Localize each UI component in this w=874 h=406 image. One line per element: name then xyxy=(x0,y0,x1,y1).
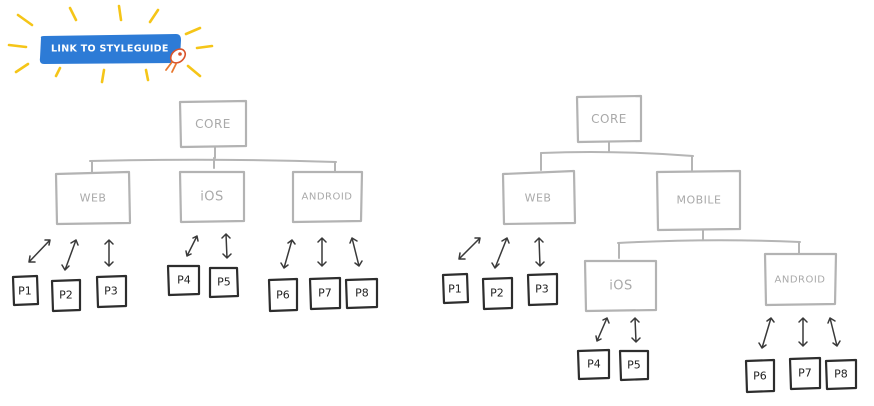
right-page-p4-label: P4 xyxy=(587,358,601,371)
right-android-node: ANDROID xyxy=(763,252,838,307)
left-page-p8: P8 xyxy=(344,277,379,310)
right-page-p4: P4 xyxy=(576,348,611,381)
left-page-p1-label: P1 xyxy=(18,285,32,298)
right-page-p6: P6 xyxy=(744,358,776,394)
right-page-p3: P3 xyxy=(526,272,559,307)
left-android-node: ANDROID xyxy=(291,170,364,224)
left-page-p3-label: P3 xyxy=(104,285,118,298)
left-page-p1: P1 xyxy=(11,274,40,307)
left-web-node: WEB xyxy=(54,170,132,226)
right-page-p3-label: P3 xyxy=(535,283,549,296)
right-ios-label: iOS xyxy=(609,279,633,294)
styleguide-link-button[interactable]: LINK TO STYLEGUIDE xyxy=(39,34,182,64)
left-connectors xyxy=(89,145,337,173)
left-page-p4: P4 xyxy=(166,264,201,297)
left-page-p7: P7 xyxy=(308,276,342,311)
right-arrows xyxy=(458,237,841,349)
right-connectors xyxy=(540,140,801,259)
banner-rays xyxy=(7,4,214,84)
right-page-p5: P5 xyxy=(618,349,650,382)
left-web-label: WEB xyxy=(80,192,107,205)
right-page-p8-label: P8 xyxy=(834,368,848,381)
right-mobile-node: MOBILE xyxy=(655,169,742,232)
right-web-label: WEB xyxy=(525,192,552,205)
right-page-p2-label: P2 xyxy=(490,287,504,300)
right-page-p6-label: P6 xyxy=(753,370,767,383)
styleguide-link-label: LINK TO STYLEGUIDE xyxy=(51,44,169,55)
rocket-icon xyxy=(165,48,187,73)
right-core-node: CORE xyxy=(575,94,643,144)
right-diagram: CORE WEB MOBILE iOS ANDROID xyxy=(441,94,858,394)
right-page-p5-label: P5 xyxy=(627,359,641,372)
left-arrows xyxy=(28,233,363,271)
left-page-p2: P2 xyxy=(50,278,82,313)
right-page-p2: P2 xyxy=(481,276,514,311)
left-page-p6: P6 xyxy=(267,277,299,313)
left-ios-label: iOS xyxy=(200,190,224,205)
right-ios-node: iOS xyxy=(583,259,658,313)
right-web-node: WEB xyxy=(501,169,577,226)
right-page-p7-label: P7 xyxy=(798,367,812,380)
left-page-p5-label: P5 xyxy=(217,276,231,289)
right-page-p8: P8 xyxy=(824,358,858,391)
right-page-p7: P7 xyxy=(788,356,822,391)
left-page-p4-label: P4 xyxy=(177,274,191,287)
left-page-p7-label: P7 xyxy=(318,287,332,300)
left-page-p2-label: P2 xyxy=(59,289,73,302)
right-core-label: CORE xyxy=(591,112,627,126)
right-mobile-label: MOBILE xyxy=(676,194,721,207)
left-page-p3: P3 xyxy=(95,274,128,309)
left-core-label: CORE xyxy=(195,117,231,131)
left-page-p6-label: P6 xyxy=(276,289,290,302)
left-page-p8-label: P8 xyxy=(355,287,369,300)
left-diagram: CORE WEB iOS ANDROID xyxy=(11,99,379,313)
left-ios-node: iOS xyxy=(178,170,246,224)
right-page-p1: P1 xyxy=(441,272,470,305)
right-page-p1-label: P1 xyxy=(448,283,462,296)
left-android-label: ANDROID xyxy=(302,192,353,203)
left-page-p5: P5 xyxy=(208,266,240,299)
right-android-label: ANDROID xyxy=(775,275,826,286)
left-core-node: CORE xyxy=(178,99,248,149)
